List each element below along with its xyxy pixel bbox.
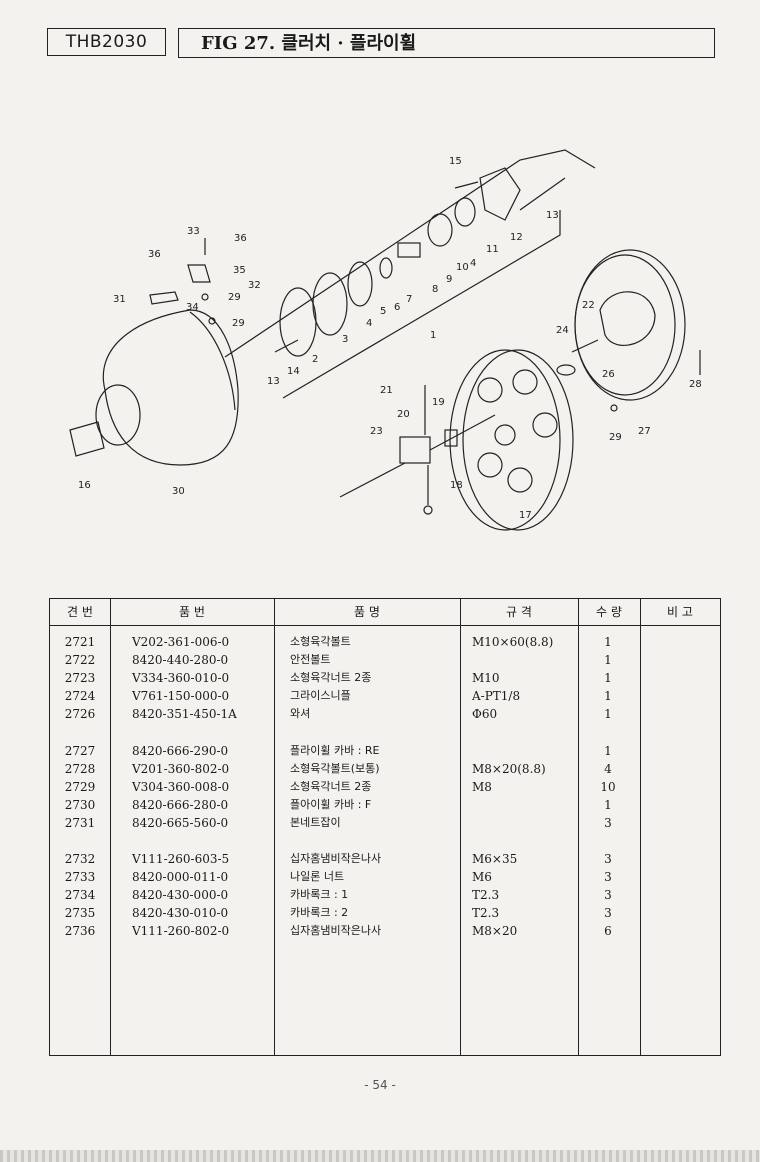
flywheel-cover-front	[102, 309, 239, 466]
figure-title: FIG 27. 클러치 · 플라이휠	[178, 28, 715, 58]
svg-text:22: 22	[582, 300, 595, 311]
header-spec: 규 격	[506, 605, 532, 619]
svg-text:33: 33	[187, 226, 200, 237]
col-divider	[640, 599, 641, 1055]
svg-text:29: 29	[232, 318, 245, 329]
svg-text:5: 5	[380, 306, 386, 317]
svg-text:18: 18	[450, 480, 463, 491]
svg-text:2: 2	[312, 354, 318, 365]
svg-text:29: 29	[609, 432, 622, 443]
header-part-name: 품 명	[354, 605, 380, 619]
svg-text:9: 9	[446, 274, 452, 285]
svg-text:30: 30	[172, 486, 185, 497]
header-part-no: 품 번	[179, 605, 205, 619]
svg-text:17: 17	[519, 510, 532, 521]
svg-text:28: 28	[689, 379, 702, 390]
svg-text:36: 36	[148, 249, 161, 260]
svg-text:36: 36	[234, 233, 247, 244]
svg-text:10: 10	[456, 262, 469, 273]
col-divider	[110, 599, 111, 1055]
svg-text:4: 4	[470, 258, 476, 269]
svg-text:3: 3	[342, 334, 348, 345]
svg-text:34: 34	[186, 302, 199, 313]
svg-text:8: 8	[432, 284, 438, 295]
col-divider	[578, 599, 579, 1055]
svg-text:1: 1	[430, 330, 436, 341]
svg-text:15: 15	[449, 156, 462, 167]
svg-text:26: 26	[602, 369, 615, 380]
svg-text:11: 11	[486, 244, 499, 255]
svg-text:6: 6	[394, 302, 400, 313]
model-code: THB2030	[47, 28, 166, 56]
svg-text:29: 29	[228, 292, 241, 303]
svg-text:35: 35	[233, 265, 246, 276]
col-divider	[460, 599, 461, 1055]
svg-text:23: 23	[370, 426, 383, 437]
svg-text:13: 13	[546, 210, 559, 221]
header-qty: 수 량	[596, 605, 622, 619]
svg-text:21: 21	[380, 385, 393, 396]
svg-text:27: 27	[638, 426, 651, 437]
svg-text:31: 31	[113, 294, 126, 305]
col-divider	[274, 599, 275, 1055]
header-rule	[50, 625, 720, 626]
svg-text:20: 20	[397, 409, 410, 420]
svg-text:19: 19	[432, 397, 445, 408]
svg-text:16: 16	[78, 480, 91, 491]
svg-text:13: 13	[267, 376, 280, 387]
header-item-no: 견 번	[67, 605, 93, 619]
svg-text:14: 14	[287, 366, 300, 377]
header-remarks: 비 고	[667, 605, 693, 619]
svg-text:32: 32	[248, 280, 261, 291]
scan-edge-artifact	[0, 1150, 760, 1162]
page-number: - 54 -	[364, 1078, 396, 1092]
svg-text:24: 24	[556, 325, 569, 336]
svg-text:12: 12	[510, 232, 523, 243]
svg-text:7: 7	[406, 294, 412, 305]
svg-text:4: 4	[366, 318, 372, 329]
